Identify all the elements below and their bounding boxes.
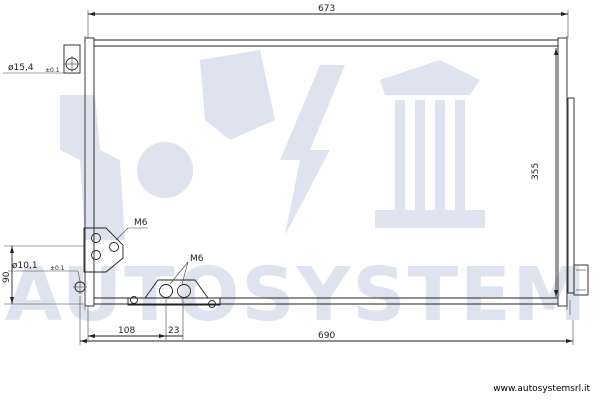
bottom-width-label: 690: [318, 331, 335, 341]
top-pipe-diameter-label: ø15,4: [8, 63, 34, 73]
bottom-pipe-tolerance-label: ±0.1: [50, 265, 65, 272]
top-pipe-tolerance-label: ±0.1: [45, 67, 60, 74]
bottom-offset-dimensions: 108 23: [87, 298, 184, 340]
left-thread-label: M6: [134, 218, 148, 228]
watermark-text: AUTOSYSTEM: [5, 252, 588, 338]
website-url: www.autosystemsrl.it: [493, 384, 590, 394]
bottom-pipe-diameter-label: ø10,1: [12, 261, 38, 271]
bottom-dimension: 690: [79, 296, 574, 345]
watermark-logo: [60, 50, 485, 240]
bottom-thread-label: M6: [190, 254, 204, 264]
condenser-body: [84, 36, 568, 310]
receiver-dryer: [567, 97, 589, 315]
bottom-pipe-fitting: [8, 270, 87, 294]
height-label: 355: [531, 163, 541, 180]
top-width-label: 673: [318, 4, 335, 14]
offset-108-label: 108: [118, 326, 135, 336]
bottom-bracket: [127, 261, 221, 308]
offset-23-label: 23: [168, 326, 179, 336]
top-dimension: 673: [87, 4, 569, 38]
height-dimension: 355: [531, 48, 558, 297]
left-bracket: [83, 227, 148, 273]
left-height-dimension: 90: [2, 245, 84, 305]
top-pipe-fitting: [3, 44, 81, 74]
left-height-label: 90: [2, 271, 12, 283]
